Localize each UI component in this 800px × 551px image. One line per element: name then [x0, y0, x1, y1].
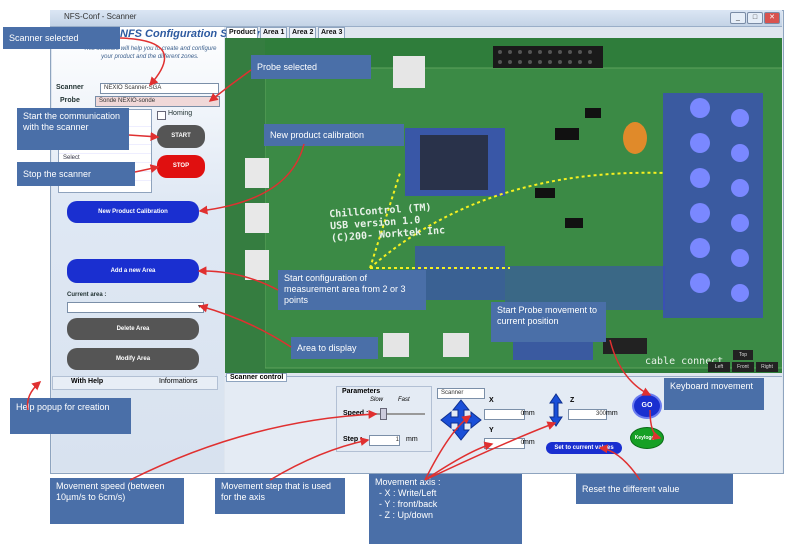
y-unit: mm: [523, 439, 535, 446]
callout-keyboard: Keyboard movement: [664, 378, 764, 410]
callout-start-communication: Start the communication with the scanner: [17, 108, 129, 150]
with-help-label[interactable]: With Help: [71, 378, 104, 385]
window-title: NFS-Conf - Scanner: [64, 12, 137, 21]
callout-step: Movement step that is used for the axis: [215, 478, 345, 514]
x-input[interactable]: 0: [484, 409, 525, 420]
tab-area-2[interactable]: Area 2: [289, 27, 317, 38]
callout-axis: Movement axis : - X : Write/Left - Y : f…: [369, 474, 522, 544]
help-bar: With Help Informations: [52, 376, 218, 390]
chevron-down-icon: ▾: [197, 304, 201, 310]
tab-area-3[interactable]: Area 3: [318, 27, 346, 38]
close-button[interactable]: ✕: [764, 12, 780, 24]
view-left-button[interactable]: Left: [708, 362, 730, 372]
speed-label: Speed :: [343, 410, 369, 417]
current-area-label: Current area :: [67, 292, 107, 298]
y-label: Y: [489, 427, 494, 434]
start-button[interactable]: START: [157, 125, 205, 148]
set-current-values-button[interactable]: Set to current values: [546, 442, 622, 454]
view-top-button[interactable]: Top: [733, 350, 753, 360]
board-cable-text: cable connect: [645, 356, 724, 367]
maximize-button[interactable]: □: [747, 12, 763, 24]
callout-start-configuration: Start configuration of measurement area …: [278, 270, 426, 310]
homing-label: Homing: [168, 110, 193, 117]
delete-area-button[interactable]: Delete Area: [67, 318, 199, 340]
mode-select[interactable]: Scanner: [437, 388, 485, 399]
speed-slider-thumb[interactable]: [380, 408, 387, 420]
keylogger-button[interactable]: Keylogger: [630, 427, 664, 449]
axis-item-z: - Z : Up/down: [379, 510, 434, 520]
tab-product[interactable]: Product: [226, 27, 259, 38]
axis-item-x: - X : Write/Left: [379, 488, 437, 498]
z-label: Z: [570, 397, 575, 404]
go-button[interactable]: GO: [632, 393, 662, 419]
view-front-button[interactable]: Front: [732, 362, 754, 372]
new-product-calibration-button[interactable]: New Product Calibration: [67, 201, 199, 223]
callout-probe-selected: Probe selected: [251, 55, 371, 79]
modify-area-button[interactable]: Modify Area: [67, 348, 199, 370]
add-area-button[interactable]: Add a new Area: [67, 259, 199, 283]
parameters-title: Parameters: [342, 388, 381, 395]
probe-select[interactable]: Sonde NEXIO-sonde: [95, 96, 220, 107]
x-label: X: [489, 397, 494, 404]
callout-reset: Reset the different value: [576, 474, 733, 504]
x-unit: mm: [523, 410, 535, 417]
step-input[interactable]: 1: [369, 435, 400, 446]
probe-label: Probe: [60, 97, 80, 104]
fast-label: Fast: [398, 397, 410, 403]
scanner-select[interactable]: NEXIO Scanner-SGA: [100, 83, 219, 94]
homing-checkbox[interactable]: [157, 111, 166, 120]
minimize-button[interactable]: _: [730, 12, 746, 24]
callout-stop-scanner: Stop the scanner: [17, 162, 135, 186]
current-area-select[interactable]: ▾: [67, 302, 204, 313]
axis-item-y: - Y : front/back: [379, 499, 438, 509]
callout-scanner-selected: Scanner selected: [3, 27, 120, 49]
callout-area-display: Area to display: [291, 337, 378, 359]
z-arrows-icon[interactable]: [549, 393, 563, 427]
axis-title: Movement axis :: [375, 477, 441, 487]
title-bar: NFS-Conf - Scanner _ □ ✕: [50, 10, 782, 27]
step-label: Step :: [343, 436, 363, 443]
z-input[interactable]: 300: [568, 409, 607, 420]
informations-label[interactable]: Informations: [159, 378, 198, 385]
speed-slider-track[interactable]: [375, 413, 425, 415]
tab-area-1[interactable]: Area 1: [260, 27, 288, 38]
callout-speed: Movement speed (between 10µm/s to 6cm/s): [50, 478, 184, 524]
slow-label: Slow: [370, 397, 384, 403]
scanner-label: Scanner: [56, 84, 84, 91]
view-right-button[interactable]: Right: [756, 362, 778, 372]
callout-start-probe: Start Probe movement to current position: [491, 302, 606, 342]
callout-help-popup: Help popup for creation: [10, 398, 131, 434]
z-unit: mm: [606, 410, 618, 417]
step-unit: mm: [406, 436, 418, 443]
callout-new-calibration: New product calibration: [264, 124, 404, 146]
stop-button[interactable]: STOP: [157, 155, 205, 178]
xy-arrows-icon[interactable]: [439, 398, 483, 442]
y-input[interactable]: 0: [484, 438, 525, 449]
tab-scanner-control[interactable]: Scanner control: [226, 373, 288, 382]
board-view[interactable]: ChillControl (TM) USB version 1.0 (C)200…: [225, 38, 782, 373]
